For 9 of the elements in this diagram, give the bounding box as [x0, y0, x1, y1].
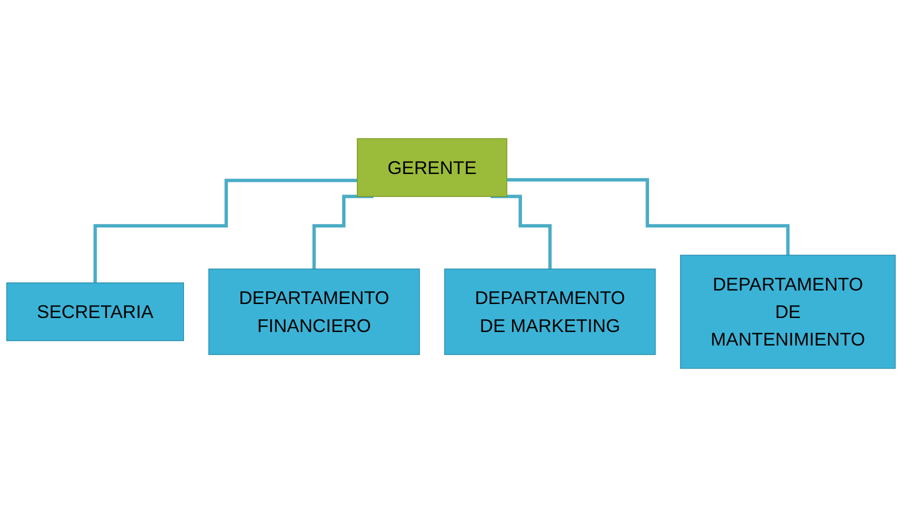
connector	[93, 178, 358, 285]
node-box: GERENTE	[356, 138, 508, 197]
connector	[490, 194, 552, 271]
node-box: DEPARTAMENTO DE MARKETING	[444, 268, 656, 355]
node-box: DEPARTAMENTO DE MANTENIMIENTO	[680, 254, 896, 369]
connector	[312, 194, 374, 271]
node-box: SECRETARIA	[6, 282, 184, 342]
connector	[506, 178, 790, 257]
node-box: DEPARTAMENTO FINANCIERO	[208, 268, 420, 355]
